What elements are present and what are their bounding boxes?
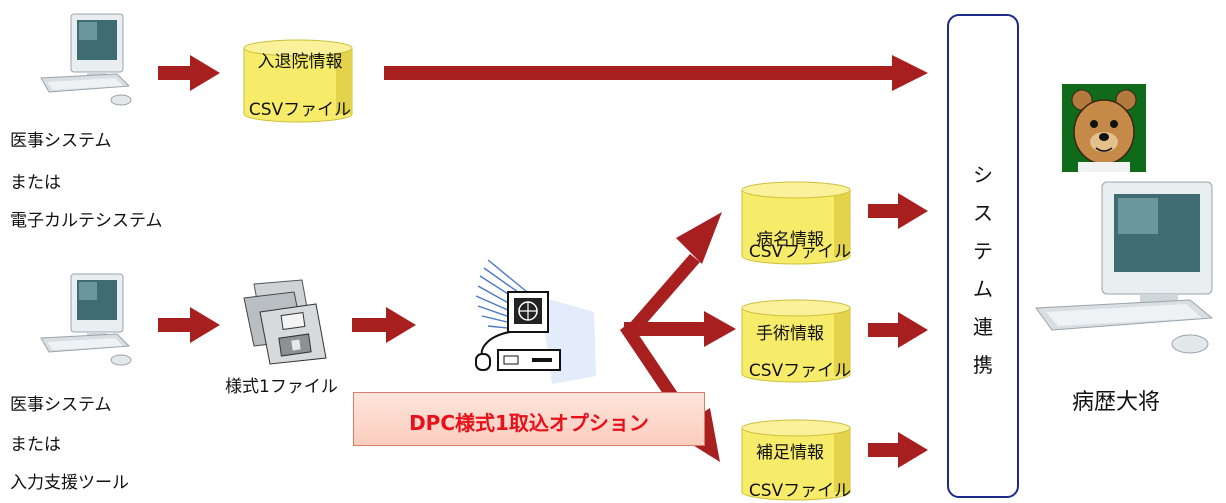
desktop-computer-icon (40, 273, 132, 366)
workstation-icon (475, 259, 596, 384)
source1-label-line2: または (10, 173, 61, 193)
option-label: DPC様式1取込オプション (409, 411, 649, 435)
admission-file-sub: CSVファイル (248, 100, 352, 120)
admission-file-title: 入退院情報 (257, 52, 343, 72)
bear-mascot-icon (1062, 84, 1146, 172)
source2-label-line1: 医事システム (10, 395, 112, 415)
supplement-file-title: 補足情報 (756, 443, 824, 463)
floppy-label: 様式1ファイル (225, 377, 338, 397)
source2-label-line3: 入力支援ツール (10, 473, 129, 493)
option-banner: DPC様式1取込オプション (353, 392, 705, 446)
disease-file-sub: CSVファイル (748, 242, 852, 262)
arrow-workstation-to-disease (622, 212, 722, 340)
integration-char: ス (973, 201, 993, 225)
surgery-file-sub: CSVファイル (748, 361, 852, 381)
disease-file-title: 病名情報 (756, 230, 824, 250)
arrow-disease-to-system (868, 193, 928, 229)
database-cylinder-icon (243, 39, 353, 123)
database-cylinder-icon (741, 181, 851, 265)
source1-label-line3: 電子カルテシステム (10, 211, 163, 231)
arrow-pc1-to-admission (158, 55, 220, 91)
integration-char: ム (973, 277, 993, 301)
integration-char: 携 (973, 353, 993, 377)
arrow-supplement-to-system (868, 432, 928, 468)
integration-char: シ (973, 163, 993, 187)
product-name: 病歴大将 (1072, 390, 1161, 415)
arrow-floppy-to-workstation (352, 307, 416, 343)
database-cylinder-icon (741, 419, 851, 501)
surgery-file-title: 手術情報 (756, 324, 824, 344)
integration-char: 連 (973, 315, 993, 339)
arrow-pc2-to-floppy (158, 307, 220, 343)
desktop-computer-icon (40, 13, 132, 106)
desktop-computer-icon (1035, 181, 1214, 354)
source1-label-line1: 医事システム (10, 131, 112, 151)
arrow-workstation-to-surgery (624, 311, 736, 347)
source2-label-line2: または (10, 435, 61, 455)
floppy-disks-icon (243, 279, 327, 365)
integration-char: テ (973, 239, 993, 263)
system-integration-box: シ ス テ ム 連 携 (947, 14, 1019, 498)
supplement-file-sub: CSVファイル (748, 481, 852, 501)
database-cylinder-icon (741, 299, 851, 383)
arrow-admission-to-system (384, 55, 928, 91)
system-integration-label: シ ス テ ム 連 携 (949, 156, 1017, 384)
arrow-surgery-to-system (868, 312, 928, 348)
